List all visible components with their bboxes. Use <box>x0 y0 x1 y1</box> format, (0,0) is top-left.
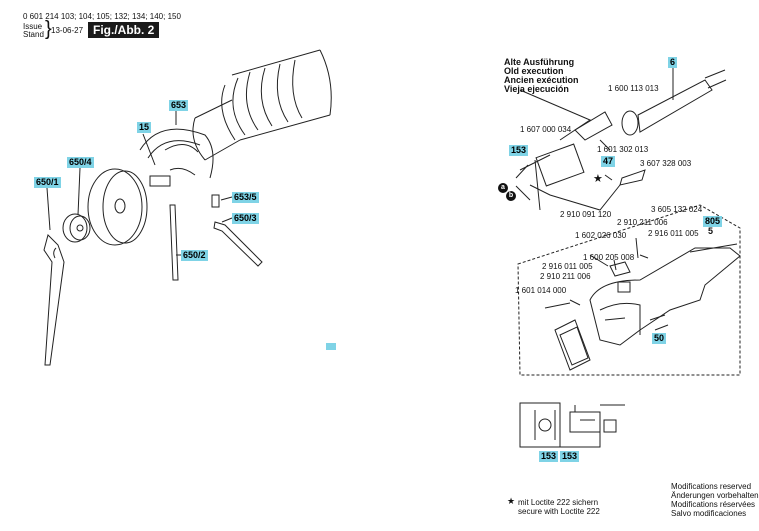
part-number: 2 916 011 005 <box>648 229 699 238</box>
svg-text:★: ★ <box>593 172 603 185</box>
star-icon: ★ <box>507 496 516 506</box>
marker-a: a <box>498 183 508 193</box>
part-number: 1 601 014 000 <box>515 286 567 295</box>
part-number: 3 605 132 024 <box>651 205 703 214</box>
part-tag-650-4: 650/4 <box>67 157 94 168</box>
part-number: 2 916 011 005 <box>542 262 593 271</box>
loctite-note-en: secure with Loctite 222 <box>518 507 600 516</box>
part-tag-47: 47 <box>601 156 616 167</box>
part-number: 3 607 328 003 <box>640 159 692 168</box>
part-tag-650-1: 650/1 <box>34 177 61 188</box>
part-tag-6: 6 <box>668 57 678 68</box>
modifications-es: Salvo modificaciones <box>671 509 747 518</box>
part-tag-653: 653 <box>169 100 189 111</box>
part-tag-650-3: 650/3 <box>232 213 259 224</box>
part-tag-15: 15 <box>137 122 152 133</box>
old-execution-es: Vieja ejecución <box>504 84 569 94</box>
part-number: 1 607 000 034 <box>520 125 572 134</box>
brace-symbol: } <box>45 18 52 40</box>
part-tag-653-5: 653/5 <box>232 192 259 203</box>
old-execution-en: Old execution <box>504 66 564 76</box>
modifications-de: Änderungen vorbehalten <box>671 491 759 500</box>
issue-label: Issue <box>23 22 43 31</box>
part-tag-50: 50 <box>652 333 667 344</box>
old-execution-fr: Ancien exécution <box>504 75 579 85</box>
part-tag-650-2: 650/2 <box>181 250 208 261</box>
part-tag-5: 5 <box>708 226 714 236</box>
part-tag-805: 805 <box>703 216 723 227</box>
issue-date: 13-06-27 <box>51 26 84 35</box>
loctite-note-de: mit Loctite 222 sichern <box>518 498 599 507</box>
part-number: 1 602 026 030 <box>575 231 627 240</box>
part-number: 2 910 211 006 <box>540 272 591 281</box>
model-list: 0 601 214 103; 104; 105; 132; 134; 140; … <box>23 12 181 21</box>
color-swatch <box>326 343 336 350</box>
stand-label: Stand <box>23 30 44 39</box>
part-number: 2 910 091 120 <box>560 210 612 219</box>
part-number: 1 601 302 013 <box>597 145 649 154</box>
circuit-tag-153-a: 153 <box>539 451 559 462</box>
part-number: 1 600 113 013 <box>608 84 659 93</box>
circuit-tag-153-b: 153 <box>560 451 580 462</box>
modifications-fr: Modifications réservées <box>671 500 756 509</box>
figure-label: Fig./Abb. 2 <box>88 22 160 38</box>
modifications-en: Modifications reserved <box>671 482 752 491</box>
part-number: 1 600 205 008 <box>583 253 635 262</box>
part-number: 2 910 211 006 <box>617 218 668 227</box>
marker-b: b <box>506 191 516 201</box>
old-execution-de: Alte Ausführung <box>504 57 575 67</box>
part-tag-153: 153 <box>509 145 529 156</box>
